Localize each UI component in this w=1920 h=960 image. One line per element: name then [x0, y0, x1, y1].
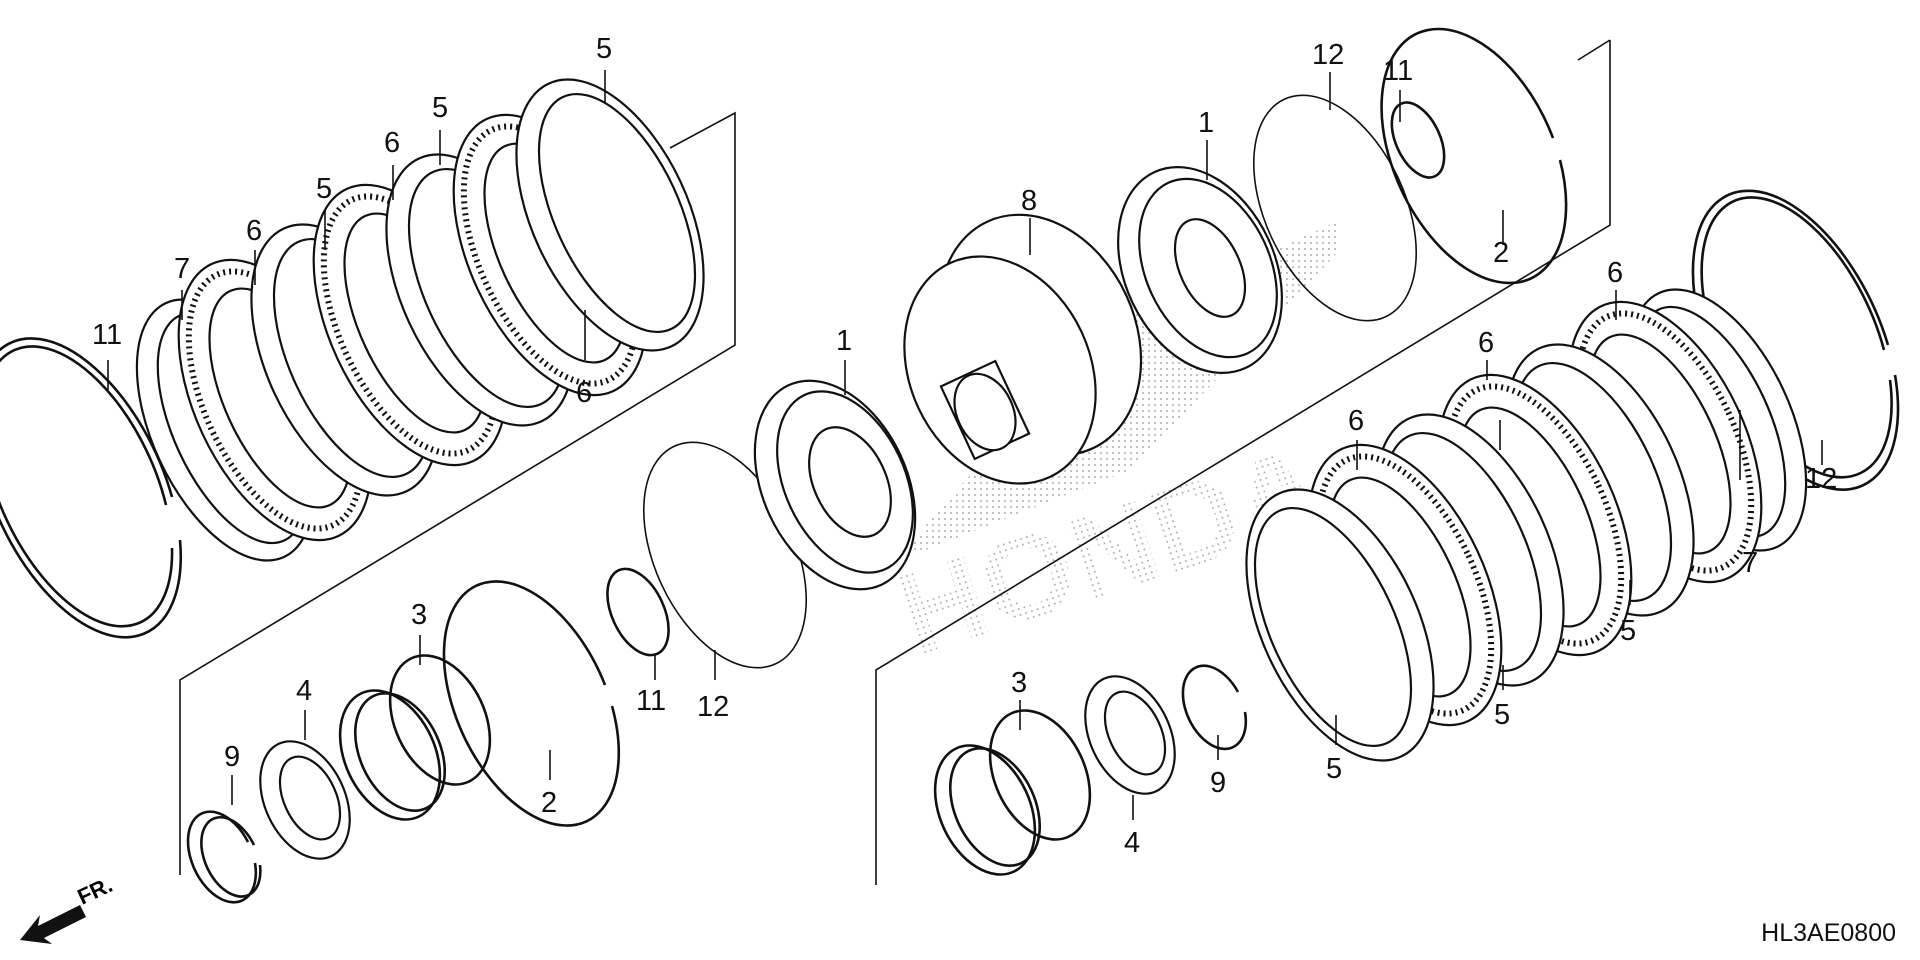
steel-plate-5-c [515, 78, 705, 352]
callout-12: 12 [1312, 39, 1344, 71]
snap-ring-10-left [0, 337, 183, 639]
callout-9: 9 [224, 741, 240, 773]
callout-4: 4 [296, 675, 312, 707]
callout-11: 11 [636, 685, 666, 717]
seal-ring-3-left [338, 654, 492, 821]
steel-plate-5-f [1245, 488, 1435, 762]
o-ring-12-right [1252, 94, 1418, 322]
direction-label: FR. [74, 872, 117, 910]
snap-ring-9-left [186, 810, 262, 904]
left-group-frame [179, 111, 736, 690]
callout-2: 2 [541, 787, 557, 819]
piston-1-left [753, 379, 917, 591]
callout-6: 6 [1607, 257, 1623, 289]
bearing-4-right [1084, 675, 1176, 795]
diagram-code: HL3AE0800 [1761, 919, 1896, 947]
callout-9: 9 [1210, 767, 1226, 799]
callout-5: 5 [596, 33, 612, 65]
callout-7: 7 [1742, 547, 1758, 579]
piston-1-right [1117, 166, 1283, 374]
o-ring-11-right [1390, 101, 1446, 179]
callout-labels: 11 7 6 5 6 5 5 6 1 8 1 12 11 2 6 6 6 12 … [92, 33, 1837, 859]
snap-ring-9-right [1181, 664, 1248, 751]
callout-10: 11 [92, 319, 122, 351]
callout-12: 12 [697, 691, 729, 723]
leader-lines [107, 70, 1823, 820]
callout-6: 6 [384, 127, 400, 159]
callout-1: 1 [836, 325, 852, 357]
callout-10: 12 [1805, 463, 1837, 495]
snap-ring-2-left [442, 580, 621, 827]
callout-3: 3 [411, 599, 427, 631]
callout-7: 7 [174, 253, 190, 285]
front-direction-arrow: FR. [20, 872, 116, 944]
right-group-frame [875, 40, 1611, 885]
callout-4: 4 [1124, 827, 1140, 859]
o-ring-11-left [606, 567, 670, 657]
callout-6: 6 [1348, 405, 1364, 437]
callout-5: 5 [316, 173, 332, 205]
callout-8: 8 [1021, 185, 1037, 217]
callout-6: 6 [1478, 327, 1494, 359]
bearing-4-left [259, 740, 351, 860]
callout-5: 5 [1620, 615, 1636, 647]
callout-11: 11 [1383, 55, 1413, 87]
callout-6: 6 [576, 377, 592, 409]
seal-ring-3-right [933, 709, 1092, 876]
callout-1: 1 [1198, 107, 1214, 139]
clutch-drum-8 [903, 213, 1143, 485]
callout-5: 5 [1494, 699, 1510, 731]
callout-3: 3 [1011, 667, 1027, 699]
callout-2: 2 [1493, 237, 1509, 269]
snap-ring-2-right [1380, 27, 1568, 285]
callout-5: 5 [1326, 753, 1342, 785]
callout-6: 6 [246, 215, 262, 247]
callout-5: 5 [432, 92, 448, 124]
